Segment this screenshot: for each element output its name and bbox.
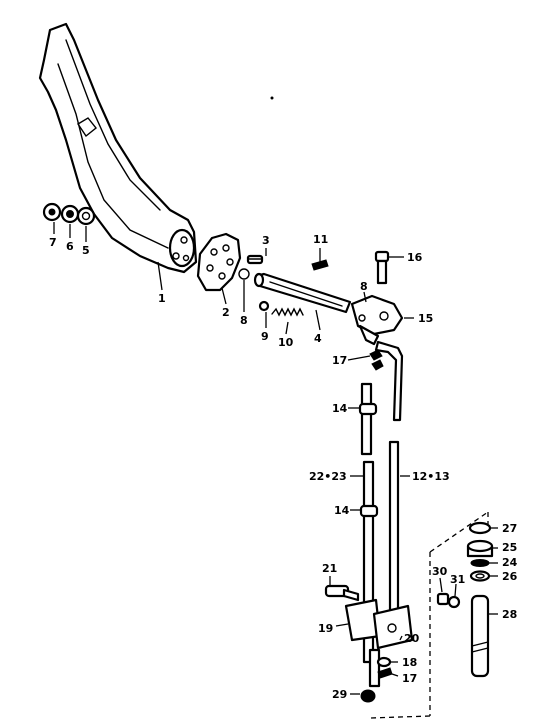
pin-28	[470, 594, 490, 678]
speck	[270, 96, 274, 100]
o-ring-8b	[358, 314, 366, 322]
callout-17b: 17	[402, 672, 417, 685]
bolt-16	[374, 250, 390, 285]
rod-lower-end	[360, 648, 393, 703]
callout-4: 4	[314, 332, 322, 345]
callout-6: 6	[66, 240, 74, 253]
pedal-shaft	[253, 272, 352, 314]
mount-plate	[196, 232, 250, 292]
callout-7: 7	[49, 236, 57, 249]
o-ring-8	[238, 268, 250, 280]
callout-2: 2	[222, 306, 230, 319]
callout-22-23: 22•23	[309, 470, 347, 483]
callout-25: 25	[502, 541, 517, 554]
callout-11: 11	[313, 233, 328, 246]
pin-9	[258, 300, 270, 312]
nut-14-lower	[359, 504, 379, 518]
rod-12-13	[374, 340, 404, 618]
callout-19: 19	[318, 622, 333, 635]
washer-18	[376, 656, 392, 668]
callout-8b: 8	[360, 280, 368, 293]
bushing-29	[360, 689, 376, 703]
detail-frame	[369, 511, 489, 719]
callout-3: 3	[262, 234, 270, 247]
washer-27	[468, 521, 492, 535]
callout-14a: 14	[332, 402, 348, 415]
nut-washer-set	[42, 202, 96, 226]
spring-10	[258, 300, 304, 317]
callout-17a: 17	[332, 354, 347, 367]
callout-21: 21	[322, 562, 337, 575]
clip-17-upper	[369, 349, 384, 371]
clip-11	[311, 259, 329, 271]
callout-14b: 14	[334, 504, 350, 517]
leader-lines	[53, 222, 498, 695]
callout-27: 27	[502, 522, 517, 535]
nut-14-upper	[358, 402, 378, 416]
bolt-30-31	[436, 592, 461, 609]
clip-24	[470, 559, 490, 567]
callout-26: 26	[502, 570, 518, 583]
bracket-19-20	[324, 584, 414, 650]
callout-31: 31	[450, 573, 465, 586]
callout-9: 9	[261, 330, 269, 343]
washer-5	[76, 206, 96, 226]
callout-10: 10	[278, 336, 294, 349]
bolt-30	[436, 592, 450, 606]
bushing-stack	[466, 521, 494, 582]
callout-15: 15	[418, 312, 433, 325]
callout-12-13: 12•13	[412, 470, 450, 483]
pedal-arm	[38, 22, 198, 274]
callout-29: 29	[332, 688, 347, 701]
washer-31	[447, 595, 461, 609]
callout-28: 28	[502, 608, 517, 621]
callout-16: 16	[407, 251, 423, 264]
bolt-3	[246, 254, 264, 265]
washer-26	[469, 570, 491, 582]
callout-8a: 8	[240, 314, 248, 327]
callout-30: 30	[432, 565, 448, 578]
callout-24: 24	[502, 556, 518, 569]
rod-22-23	[358, 382, 379, 664]
callout-5: 5	[82, 244, 90, 257]
callout-18: 18	[402, 656, 417, 669]
callout-1: 1	[158, 292, 166, 305]
lever-15	[350, 294, 404, 346]
callout-20: 20	[404, 632, 420, 645]
callouts: 7 6 5 1 2 8 3 11 16 8 15 4 9 10 17 14 22…	[49, 233, 518, 701]
